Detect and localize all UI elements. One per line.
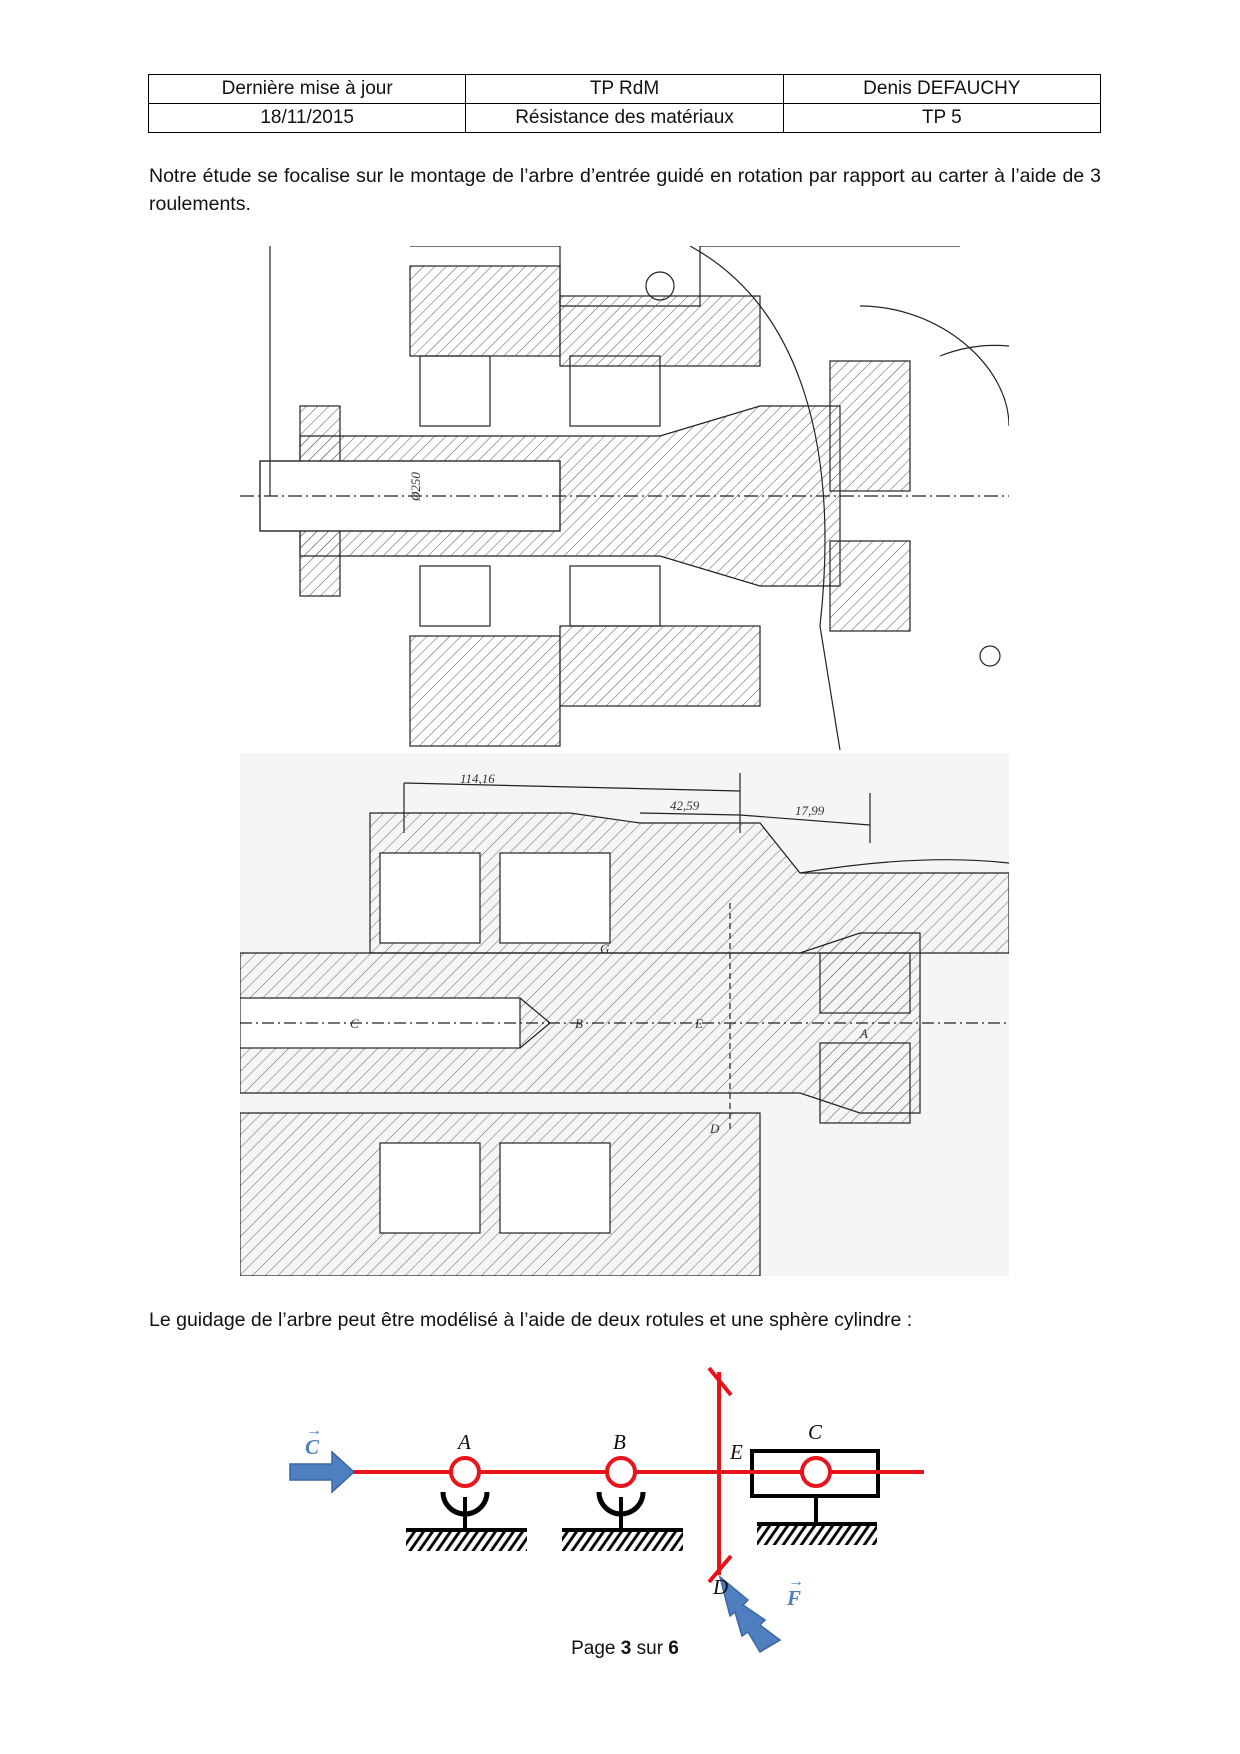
vector-f-label: →F: [787, 1573, 804, 1611]
header-date: 18/11/2015: [147, 103, 467, 133]
point-label-g: G: [600, 941, 610, 956]
sphere-cylinder-c: [800, 1456, 832, 1488]
label-c: C: [808, 1420, 823, 1444]
dimension-2: 42,59: [670, 798, 700, 813]
header-tp-number: TP 5: [782, 103, 1102, 133]
force-lightning-icon: [718, 1574, 782, 1654]
point-label-d: D: [709, 1121, 720, 1136]
label-a: A: [458, 1430, 471, 1454]
footer-page-number: 3: [620, 1638, 632, 1659]
point-label-a: A: [859, 1026, 868, 1041]
label-e: E: [730, 1440, 743, 1464]
intro-paragraph: Notre étude se focalise sur le montage d…: [149, 165, 1101, 215]
technical-drawing-detail: 114,16 42,59 17,99 C B E A D G: [240, 753, 1009, 1276]
header-last-update-label: Dernière mise à jour: [147, 74, 467, 104]
footer-page-total: 6: [668, 1638, 679, 1659]
vector-arrow-icon: →: [788, 1573, 804, 1590]
ground-b: [562, 1491, 683, 1551]
header-course: TP RdM: [465, 74, 784, 104]
header-subject: Résistance des matériaux: [465, 103, 784, 133]
dimension-1: 114,16: [460, 771, 495, 786]
label-b: B: [613, 1430, 626, 1454]
svg-text:Ø250: Ø250: [408, 472, 423, 502]
point-label-e: E: [694, 1016, 703, 1031]
shaft: [350, 1366, 924, 1584]
torque-arrow-icon: [289, 1450, 356, 1494]
vector-f-letter: F: [787, 1586, 802, 1610]
dimension-3: 17,99: [795, 803, 825, 818]
label-d: D: [713, 1575, 729, 1599]
footer-prefix: Page: [571, 1638, 621, 1659]
ball-joint-b: [605, 1456, 637, 1488]
footer-middle: sur: [631, 1638, 669, 1659]
header-table: Dernière mise à jour TP RdM Denis DEFAUC…: [147, 74, 1102, 133]
technical-drawing-assembly: Ø250: [240, 246, 1009, 750]
ball-joint-a: [449, 1456, 481, 1488]
ground-a: [406, 1491, 527, 1551]
model-paragraph: Le guidage de l’arbre peut être modélisé…: [149, 1309, 913, 1331]
vector-c-letter: C: [305, 1435, 320, 1459]
page-footer: Page 3 sur 6: [0, 1638, 1240, 1660]
point-label-c: C: [350, 1016, 359, 1031]
vector-c-label: →C: [305, 1422, 322, 1460]
point-label-b: B: [575, 1016, 583, 1031]
vector-arrow-icon: →: [306, 1422, 322, 1439]
